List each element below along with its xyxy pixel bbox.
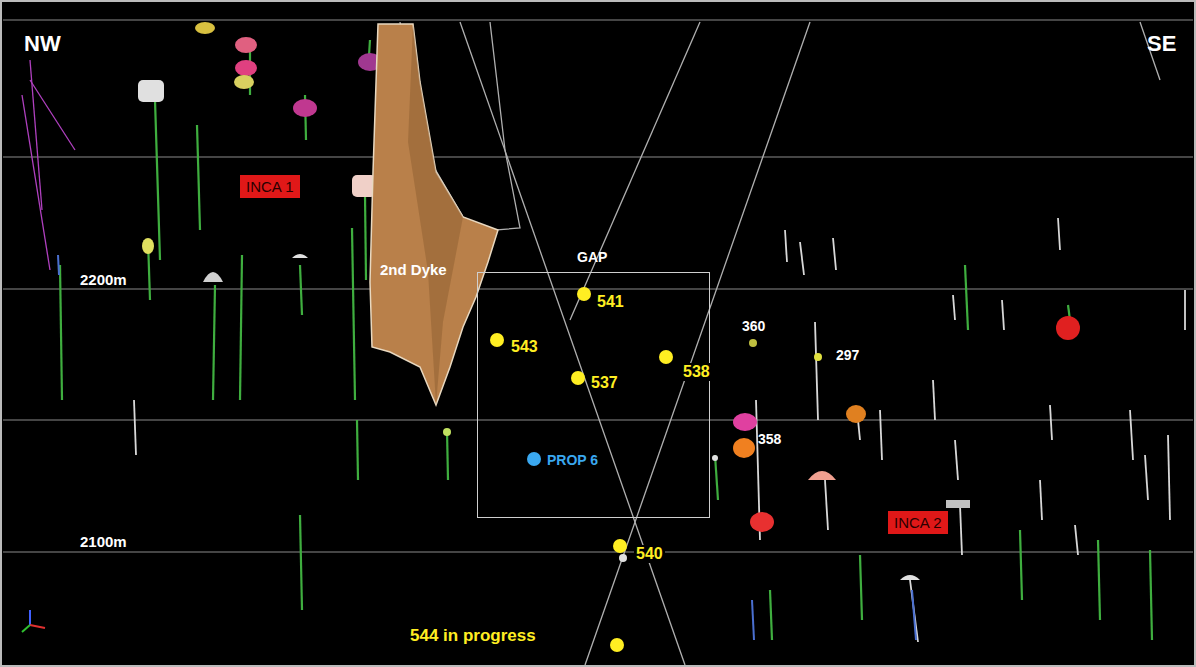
hole-number: 540	[634, 545, 665, 563]
elevation-label: 2200m	[80, 272, 127, 287]
hole-status: 544 in progress	[410, 627, 536, 644]
hole-number: 537	[591, 375, 618, 391]
compass-label: NW	[24, 33, 61, 55]
hole-number: 543	[511, 339, 538, 355]
dyke-label: 2nd Dyke	[380, 262, 447, 277]
hole-number: 358	[758, 432, 781, 446]
gap-outline	[477, 272, 710, 518]
dyke-outline	[368, 22, 503, 407]
region-name: INCA 1	[246, 179, 294, 194]
hole-number: 541	[597, 294, 624, 310]
elevation-label: 2100m	[80, 534, 127, 549]
gap-heading: GAP	[577, 250, 607, 264]
hole-number: 297	[836, 348, 859, 362]
region-tag: INCA 1	[240, 175, 300, 198]
region-tag: INCA 2	[888, 511, 948, 534]
proposed-hole: PROP 6	[547, 453, 598, 467]
hole-number: 538	[681, 363, 712, 381]
region-name: INCA 2	[894, 515, 942, 530]
dyke-body: 2nd Dyke	[368, 22, 503, 407]
compass-label: SE	[1147, 33, 1176, 55]
hole-number: 360	[742, 319, 765, 333]
